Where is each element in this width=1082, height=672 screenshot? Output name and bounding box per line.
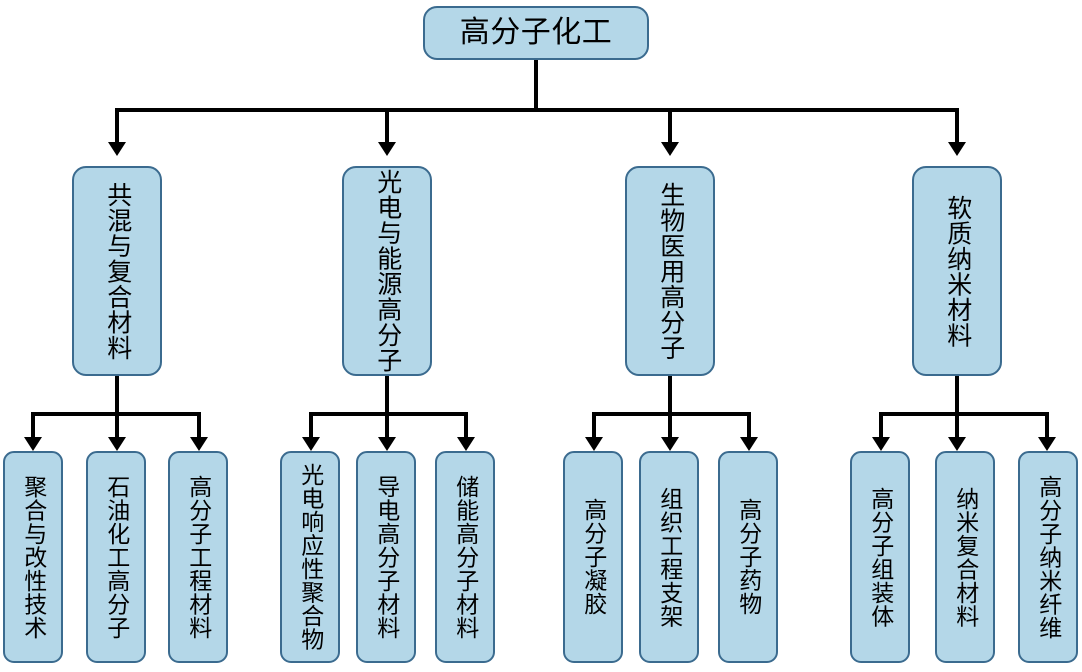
connector-branch-2-drop-2: [385, 412, 389, 437]
connector-branch-1-drop-2: [115, 412, 119, 437]
connector-branch-4-bus: [879, 412, 1049, 416]
connector-branch-3-stem: [668, 376, 672, 414]
connector-branch-4-stem: [955, 376, 959, 414]
node-branch-3[interactable]: 生物医用高分子: [625, 166, 715, 376]
node-leaf-3-1[interactable]: 高分子凝胶: [563, 451, 623, 663]
connector-branch-2-drop-3: [464, 412, 468, 437]
connector-root-drop-4: [955, 108, 959, 142]
node-leaf-1-2[interactable]: 石油化工高分子: [86, 451, 146, 663]
node-branch-3-label: 生物医用高分子: [656, 181, 684, 361]
node-branch-1[interactable]: 共混与复合材料: [72, 166, 162, 376]
connector-branch-4-drop-2: [955, 412, 959, 437]
arrow-branch-3-to-leaf-2: [661, 437, 679, 451]
node-root[interactable]: 高分子化工: [423, 6, 649, 60]
connector-branch-3-drop-3: [747, 412, 751, 437]
arrow-branch-3-to-leaf-1: [585, 437, 603, 451]
arrow-branch-3-to-leaf-3: [740, 437, 758, 451]
node-leaf-3-2-label: 组织工程支架: [656, 486, 682, 628]
arrow-branch-2-to-leaf-2: [378, 437, 396, 451]
arrow-branch-2-to-leaf-1: [302, 437, 320, 451]
connector-branch-1-stem: [115, 376, 119, 414]
node-leaf-4-3-label: 高分子纳米纤维: [1035, 474, 1061, 640]
connector-root-drop-3: [668, 108, 672, 142]
node-leaf-2-2-label: 导电高分子材料: [373, 474, 399, 640]
node-branch-2-label: 光电与能源高分子: [373, 169, 401, 373]
connector-branch-2-drop-1: [309, 412, 313, 437]
arrow-branch-1-to-leaf-3: [190, 437, 208, 451]
node-leaf-3-3[interactable]: 高分子药物: [718, 451, 778, 663]
node-leaf-2-3-label: 储能高分子材料: [452, 474, 478, 640]
node-leaf-1-1[interactable]: 聚合与改性技术: [3, 451, 63, 663]
connector-branch-1-drop-1: [31, 412, 35, 437]
node-leaf-1-1-label: 聚合与改性技术: [20, 474, 46, 640]
connector-root-stem: [534, 60, 538, 112]
node-leaf-1-3[interactable]: 高分子工程材料: [168, 451, 228, 663]
connector-branch-3-drop-1: [592, 412, 596, 437]
connector-branch-2-stem: [385, 376, 389, 414]
node-leaf-2-1-label: 光电响应性聚合物: [297, 463, 323, 651]
arrow-root-to-branch-3: [661, 142, 679, 156]
arrow-branch-2-to-leaf-3: [457, 437, 475, 451]
node-root-label: 高分子化工: [459, 15, 613, 49]
node-branch-2[interactable]: 光电与能源高分子: [342, 166, 432, 376]
node-leaf-4-1-label: 高分子组装体: [867, 486, 893, 628]
node-leaf-1-3-label: 高分子工程材料: [185, 474, 211, 640]
node-leaf-3-1-label: 高分子凝胶: [580, 498, 606, 616]
arrow-root-to-branch-4: [948, 142, 966, 156]
arrow-root-to-branch-2: [378, 142, 396, 156]
connector-root-drop-2: [385, 108, 389, 142]
connector-root-drop-1: [115, 108, 119, 142]
connector-branch-3-drop-2: [668, 412, 672, 437]
connector-branch-4-drop-3: [1045, 412, 1049, 437]
node-leaf-4-2-label: 纳米复合材料: [952, 486, 978, 628]
node-leaf-3-2[interactable]: 组织工程支架: [639, 451, 699, 663]
connector-root-bus: [115, 108, 959, 112]
arrow-branch-4-to-leaf-3: [1038, 437, 1056, 451]
node-leaf-2-2[interactable]: 导电高分子材料: [356, 451, 416, 663]
connector-branch-1-drop-3: [197, 412, 201, 437]
node-branch-4-label: 软质纳米材料: [943, 194, 971, 348]
node-leaf-4-1[interactable]: 高分子组装体: [850, 451, 910, 663]
node-leaf-2-1[interactable]: 光电响应性聚合物: [280, 451, 340, 663]
node-leaf-2-3[interactable]: 储能高分子材料: [435, 451, 495, 663]
connector-branch-4-drop-1: [879, 412, 883, 437]
node-leaf-4-2[interactable]: 纳米复合材料: [935, 451, 995, 663]
node-leaf-3-3-label: 高分子药物: [735, 498, 761, 616]
node-leaf-1-2-label: 石油化工高分子: [103, 474, 129, 640]
arrow-branch-4-to-leaf-1: [872, 437, 890, 451]
arrow-branch-1-to-leaf-1: [24, 437, 42, 451]
node-leaf-4-3[interactable]: 高分子纳米纤维: [1018, 451, 1078, 663]
node-branch-1-label: 共混与复合材料: [103, 181, 131, 361]
arrow-root-to-branch-1: [108, 142, 126, 156]
arrow-branch-4-to-leaf-2: [948, 437, 966, 451]
node-branch-4[interactable]: 软质纳米材料: [912, 166, 1002, 376]
arrow-branch-1-to-leaf-2: [108, 437, 126, 451]
